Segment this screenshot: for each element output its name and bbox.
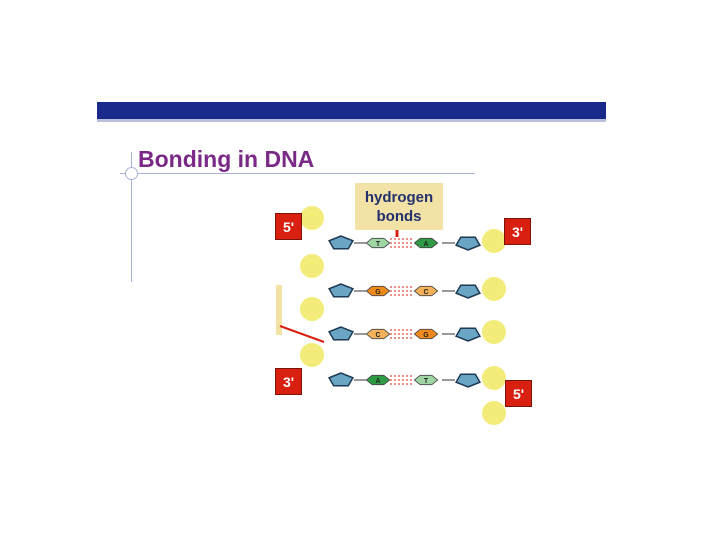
label-5prime-bottom-right: 5': [505, 380, 532, 407]
slide-title: Bonding in DNA: [138, 146, 315, 172]
base-letter-right: G: [423, 332, 429, 339]
phosphate-left: [300, 254, 324, 278]
callout-line-1: hydrogen: [364, 188, 434, 206]
label-5prime-top-left: 5': [275, 213, 302, 240]
phosphate-right: [482, 320, 506, 344]
phosphate-left: [300, 343, 324, 367]
phosphate-left: [300, 297, 324, 321]
sugar-left: [328, 283, 354, 298]
hydrogen-bonds-callout: hydrogen bonds: [355, 183, 443, 230]
callout-line-2: bonds: [376, 207, 422, 225]
decorative-crosshair-circle: [125, 167, 138, 180]
base-right: [413, 374, 439, 386]
base-letter-left: C: [375, 332, 380, 339]
label-3prime-bottom-left: 3': [275, 368, 302, 395]
base-letter-left: G: [375, 289, 381, 296]
decorative-horizontal-line: [120, 173, 475, 174]
phosphate-bottom-right: [482, 401, 506, 425]
base-left: [365, 374, 391, 386]
pointer-line: [279, 325, 325, 343]
sugar-right: [455, 373, 481, 388]
phosphate-right: [482, 229, 506, 253]
header-bar: [97, 102, 606, 119]
label-3prime-top-right: 3': [504, 218, 531, 245]
sugar-right: [455, 236, 481, 251]
base-left: [365, 237, 391, 249]
phosphate-left: [300, 206, 324, 230]
base-right: [413, 328, 439, 340]
header-bar-underline: [97, 119, 606, 122]
base-right: [413, 237, 439, 249]
base-letter-right: C: [423, 289, 428, 296]
base-right: [413, 285, 439, 297]
decorative-vertical-line: [131, 152, 132, 282]
base-letter-right: A: [423, 241, 428, 248]
phosphate-right: [482, 277, 506, 301]
sugar-right: [455, 284, 481, 299]
sugar-left: [328, 326, 354, 341]
sugar-left: [328, 235, 354, 250]
highlight-bar: [276, 285, 282, 335]
sugar-right: [455, 327, 481, 342]
base-letter-left: A: [375, 378, 380, 385]
phosphate-right: [482, 366, 506, 390]
base-letter-right: T: [424, 378, 429, 385]
base-letter-left: T: [376, 241, 381, 248]
base-left: [365, 328, 391, 340]
sugar-left: [328, 372, 354, 387]
base-left: [365, 285, 391, 297]
